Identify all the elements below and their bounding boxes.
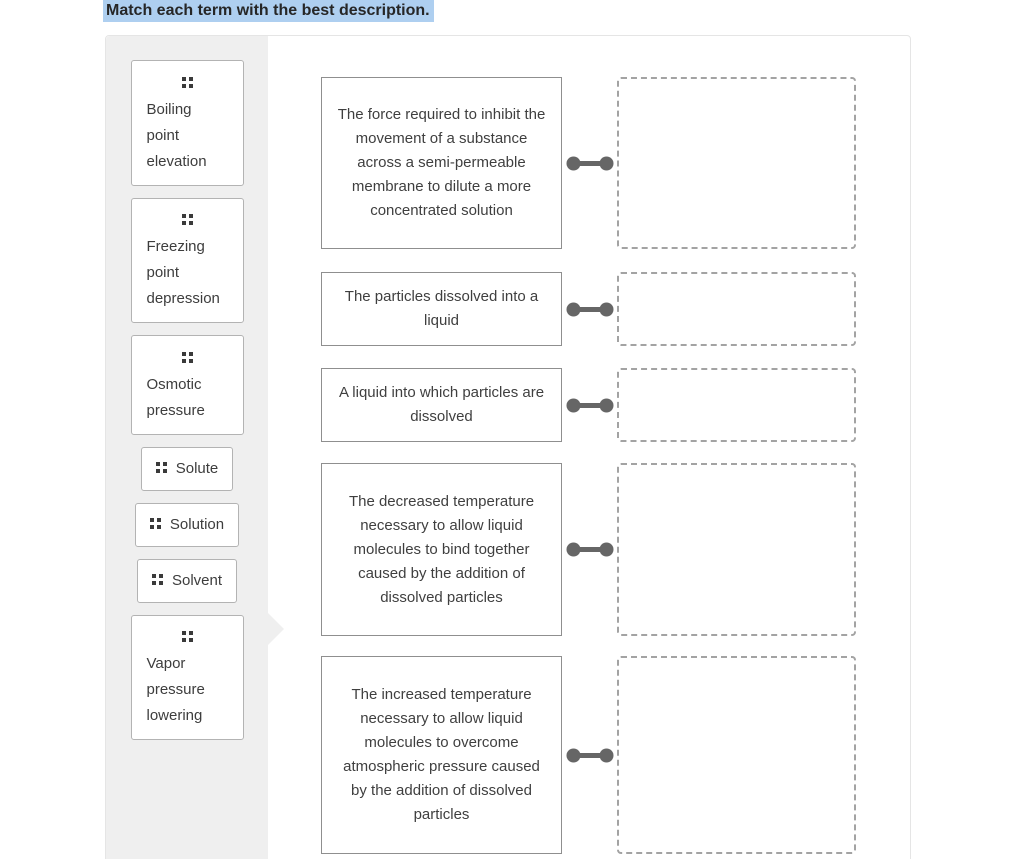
term-tile-solute[interactable]: Solute <box>140 446 234 491</box>
drag-handle-icon[interactable] <box>181 629 193 646</box>
description-box: The decreased temperature necessary to a… <box>321 463 562 636</box>
match-row: The particles dissolved into a liquid <box>321 272 856 346</box>
match-row: The decreased temperature necessary to a… <box>321 463 856 636</box>
terms-panel: Boiling point elevation Freezing point d… <box>106 36 268 859</box>
drag-handle-icon[interactable] <box>181 212 193 229</box>
answer-dropzone[interactable] <box>617 656 856 854</box>
answer-dropzone[interactable] <box>617 272 856 346</box>
term-label: Vapor pressure lowering <box>146 655 205 725</box>
term-label: Freezing point depression <box>146 238 220 308</box>
match-row: The increased temperature necessary to a… <box>321 656 856 854</box>
answer-dropzone[interactable] <box>617 77 856 249</box>
match-row: A liquid into which particles are dissol… <box>321 368 856 442</box>
match-rows: The force required to inhibit the moveme… <box>321 77 856 854</box>
term-tile-freezing-point-depression[interactable]: Freezing point depression <box>130 197 244 324</box>
term-label: Solute <box>175 459 219 477</box>
connector-link-icon <box>562 156 617 171</box>
term-label: Boiling point elevation <box>146 100 207 170</box>
drag-handle-icon[interactable] <box>151 568 163 594</box>
page-title: Match each term with the best descriptio… <box>103 0 434 22</box>
connector-link-icon <box>562 398 617 413</box>
connector-link-icon <box>562 302 617 317</box>
matching-exercise-card: Boiling point elevation Freezing point d… <box>105 35 911 859</box>
drag-handle-icon[interactable] <box>155 456 167 482</box>
description-box: The increased temperature necessary to a… <box>321 656 562 854</box>
answer-dropzone[interactable] <box>617 368 856 442</box>
term-label: Solvent <box>171 571 223 589</box>
term-tile-vapor-pressure-lowering[interactable]: Vapor pressure lowering <box>130 614 244 741</box>
term-tile-solvent[interactable]: Solvent <box>136 558 238 603</box>
term-tile-osmotic-pressure[interactable]: Osmotic pressure <box>130 335 244 435</box>
match-row: The force required to inhibit the moveme… <box>321 77 856 249</box>
connector-link-icon <box>562 748 617 763</box>
term-label: Solution <box>169 515 225 533</box>
term-tile-boiling-point-elevation[interactable]: Boiling point elevation <box>130 60 244 186</box>
drag-handle-icon[interactable] <box>181 350 193 367</box>
drag-handle-icon[interactable] <box>181 75 193 92</box>
description-box: A liquid into which particles are dissol… <box>321 368 562 442</box>
answer-dropzone[interactable] <box>617 463 856 636</box>
description-box: The particles dissolved into a liquid <box>321 272 562 346</box>
chevron-right-pointer <box>268 613 284 645</box>
description-box: The force required to inhibit the moveme… <box>321 77 562 249</box>
connector-link-icon <box>562 542 617 557</box>
term-label: Osmotic pressure <box>146 375 205 419</box>
drag-handle-icon[interactable] <box>149 512 161 538</box>
term-tile-solution[interactable]: Solution <box>134 502 240 547</box>
